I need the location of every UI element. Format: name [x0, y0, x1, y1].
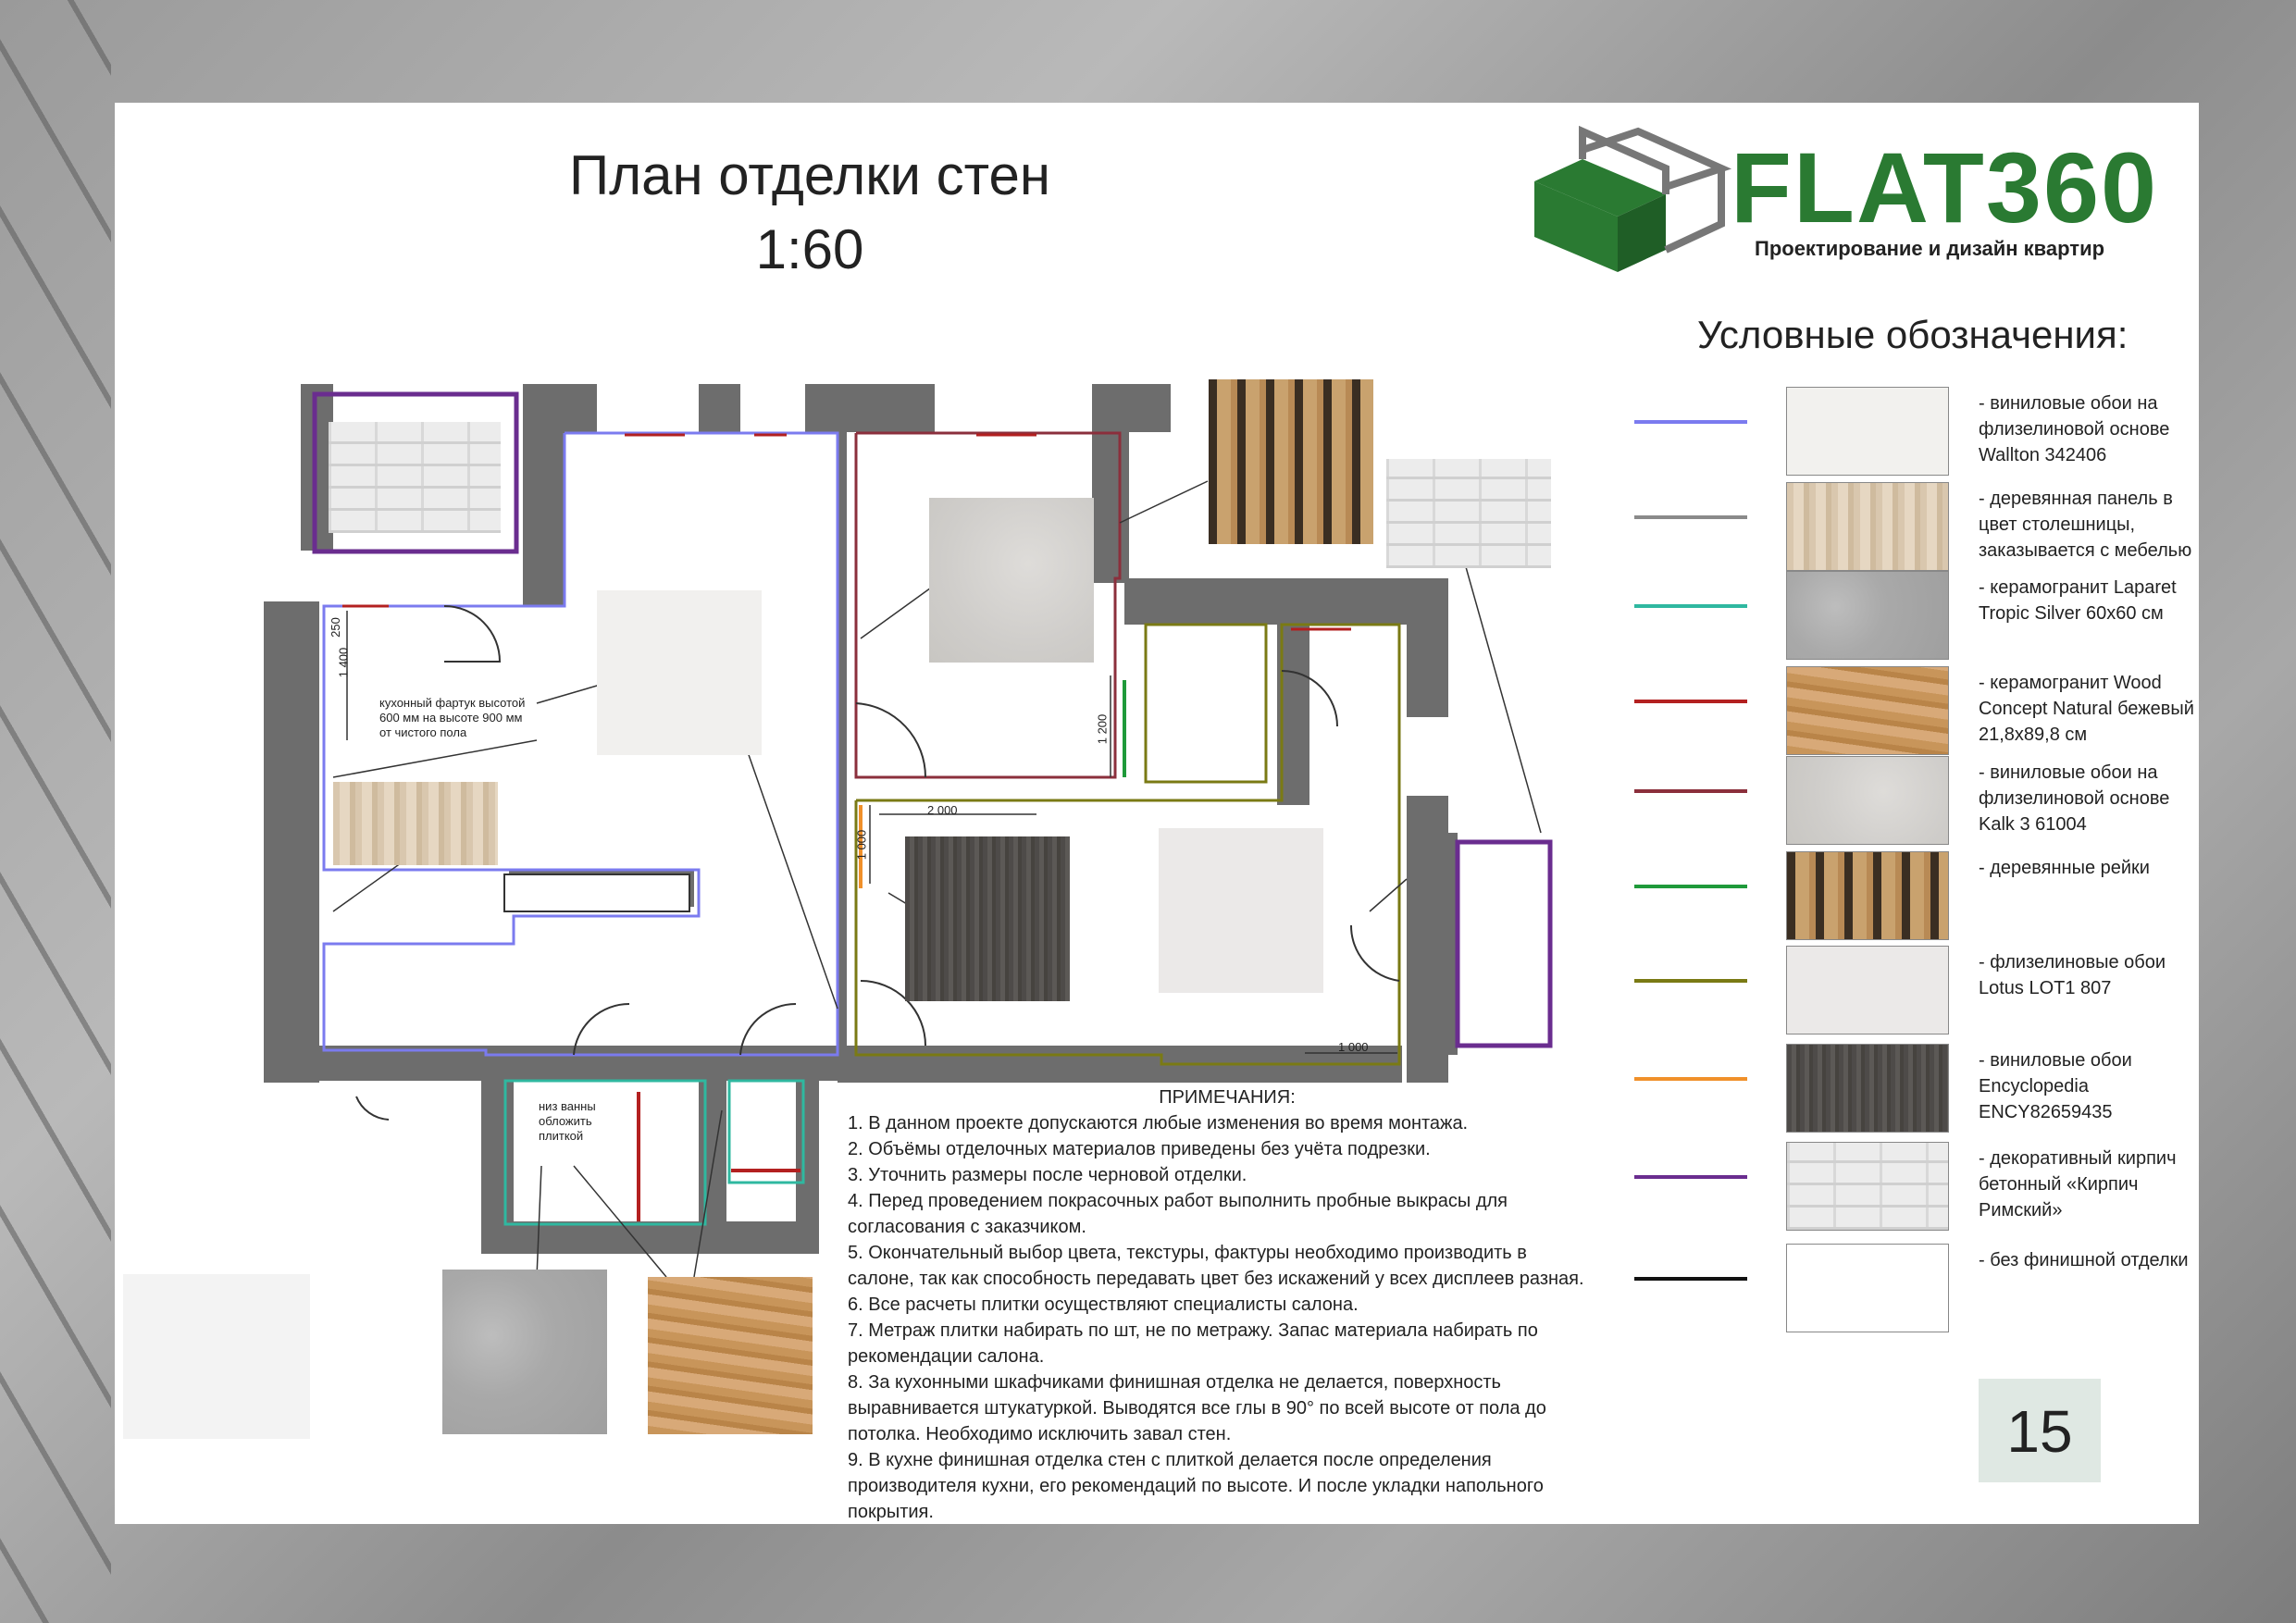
notes-line: потолка. Необходимо исключить завал стен…: [848, 1424, 1232, 1444]
dim-250: 250: [328, 617, 342, 638]
legend-line-7: [1634, 1077, 1747, 1081]
dark-wood-sample: [905, 836, 1070, 1001]
legend-text-4: - виниловые обои на флизелиновой основе …: [1979, 762, 2170, 835]
flat360-logo-icon: [1534, 126, 1732, 272]
plain-white-sample: [123, 1274, 310, 1439]
oak-sample: [648, 1277, 813, 1434]
legend-text-5: - деревянные рейки: [1979, 858, 2150, 878]
notes: ПРИМЕЧАНИЯ: 1. В данном проекте допускаю…: [848, 1084, 1607, 1525]
wood-slats-sample: [1209, 379, 1373, 544]
notes-line: 9. В кухне финишная отделка стен с плитк…: [848, 1450, 1492, 1470]
legend-line-4: [1634, 789, 1747, 793]
legend-text-8: - декоративный кирпич бетонный «Кирпич Р…: [1979, 1148, 2177, 1220]
legend-title: Условные обозначения:: [1697, 313, 2128, 356]
legend-swatch-7: [1786, 1044, 1949, 1133]
notes-list: 1. В данном проекте допускаются любые из…: [848, 1110, 1607, 1525]
background-lattice: [0, 0, 111, 1623]
legend-text-1: - деревянная панель в цвет столешницы, з…: [1979, 489, 2192, 561]
legend-swatch-6: [1786, 946, 1949, 1035]
notes-line: салоне, так как способность передавать ц…: [848, 1269, 1584, 1289]
legend-text-9: - без финишной отделки: [1979, 1250, 2189, 1270]
page-number: 15: [2006, 1398, 2073, 1465]
legend-text-0: - виниловые обои на флизелиновой основе …: [1979, 393, 2170, 465]
brick-sample-2: [1386, 459, 1551, 568]
white-wall-sample: [597, 590, 762, 755]
page-number-box: [1979, 1379, 2101, 1482]
dim-1000-horizontal: 1 000: [1338, 1040, 1369, 1054]
legend-swatch-0: [1786, 387, 1949, 476]
legend-swatch-1: [1786, 482, 1949, 571]
legend-line-5: [1634, 885, 1747, 888]
notes-line: 3. Уточнить размеры после черновой отдел…: [848, 1165, 1247, 1185]
notes-line: 5. Окончательный выбор цвета, текстуры, …: [848, 1243, 1527, 1263]
title-line-2: 1:60: [755, 218, 864, 280]
notes-line: 6. Все расчеты плитки осуществляют специ…: [848, 1295, 1359, 1315]
lotus-sample: [1159, 828, 1323, 993]
legend-line-1: [1634, 515, 1747, 519]
bath-label: низ ванны обложить плиткой: [539, 1099, 596, 1143]
brand-tagline: Проектирование и дизайн квартир: [1755, 237, 2105, 260]
light-stone-sample: [929, 498, 1094, 663]
wood-panel-sample: [333, 782, 498, 865]
legend-text-6: - флизелиновые обои Lotus LOT1 807: [1979, 952, 2166, 998]
legend-line-2: [1634, 604, 1747, 608]
legend-text-7: - виниловые обои Encyclopedia ENCY826594…: [1979, 1050, 2132, 1122]
notes-line: выравнивается штукатуркой. Выводятся все…: [848, 1398, 1546, 1419]
dim-1000-vertical: 1 000: [854, 829, 869, 861]
legend-swatch-9: [1786, 1244, 1949, 1332]
legend-line-8: [1634, 1175, 1747, 1179]
dim-2000: 2 000: [927, 803, 958, 817]
notes-title: ПРИМЕЧАНИЯ:: [1159, 1087, 1296, 1108]
legend-text-2: - керамогранит Laparet Tropic Silver 60x…: [1979, 577, 2177, 624]
title-line-1: План отделки стен: [569, 144, 1050, 206]
notes-line: 4. Перед проведением покрасочных работ в…: [848, 1191, 1508, 1211]
notes-line: производителя кухни, его рекомендаций по…: [848, 1476, 1544, 1496]
stone-sample: [442, 1270, 607, 1434]
notes-line: рекомендации салона.: [848, 1346, 1045, 1367]
notes-line: согласования с заказчиком.: [848, 1217, 1086, 1237]
brick-sample: [329, 422, 501, 533]
dim-1200: 1 200: [1095, 713, 1110, 745]
legend-text-3: - керамогранит Wood Concept Natural беже…: [1979, 673, 2194, 745]
notes-line: 1. В данном проекте допускаются любые из…: [848, 1113, 1469, 1134]
notes-line: 7. Метраж плитки набирать по шт, не по м…: [848, 1320, 1538, 1341]
legend-line-0: [1634, 420, 1747, 424]
notes-line: 2. Объёмы отделочных материалов приведен…: [848, 1139, 1431, 1159]
legend-line-6: [1634, 979, 1747, 983]
apron-label: кухонный фартук высотой 600 мм на высоте…: [379, 696, 526, 739]
legend-swatch-8: [1786, 1142, 1949, 1231]
page-title: План отделки стен 1:60: [0, 139, 1620, 287]
legend-line-9: [1634, 1277, 1747, 1281]
brand-name: FLAT360: [1731, 131, 2159, 243]
legend-swatch-3: [1786, 666, 1949, 755]
legend-swatch-4: [1786, 756, 1949, 845]
dim-1400: 1 400: [336, 647, 351, 678]
legend-line-3: [1634, 700, 1747, 703]
legend-swatch-2: [1786, 571, 1949, 660]
notes-line: покрытия.: [848, 1502, 934, 1522]
legend-swatch-5: [1786, 851, 1949, 940]
notes-line: 8. За кухонными шкафчиками финишная отде…: [848, 1372, 1501, 1393]
